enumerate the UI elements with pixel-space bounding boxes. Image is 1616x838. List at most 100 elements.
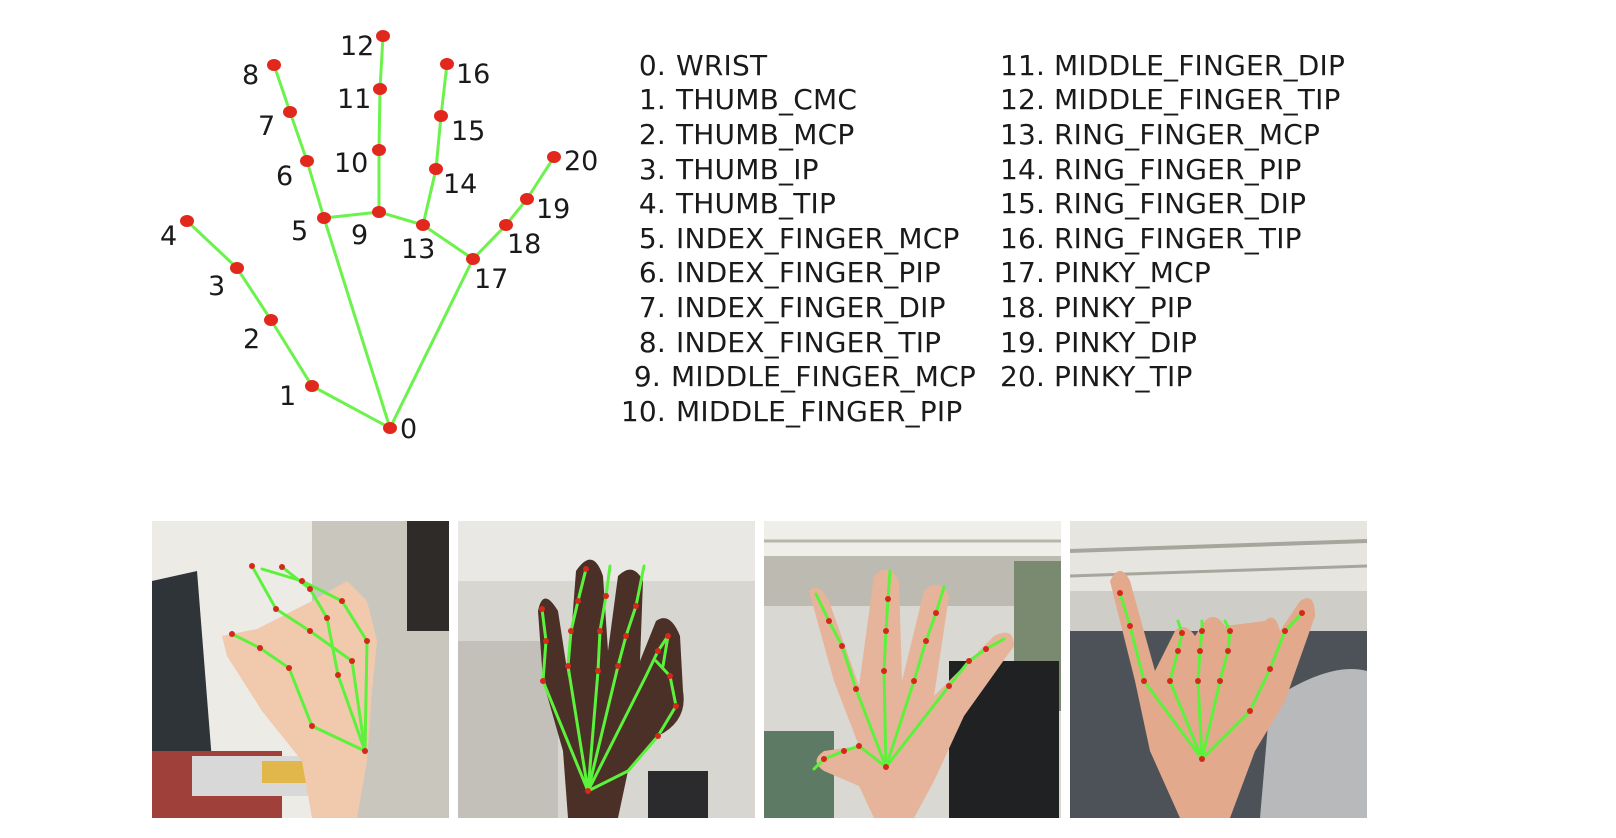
landmark-number-17: 17 xyxy=(474,264,508,295)
legend-item-5: 5.INDEX_FINGER_MCP xyxy=(616,221,976,256)
legend-item-name: MIDDLE_FINGER_TIP xyxy=(1054,83,1341,117)
landmark-number-3: 3 xyxy=(208,271,225,302)
legend-item-name: PINKY_DIP xyxy=(1054,325,1198,359)
landmark-number-11: 11 xyxy=(337,84,371,115)
landmark-point-20 xyxy=(547,151,561,163)
landmark-number-4: 4 xyxy=(160,221,177,252)
legend-item-name: MIDDLE_FINGER_PIP xyxy=(676,394,963,428)
hand-photo-ok-gesture xyxy=(458,521,755,818)
legend-item-name: THUMB_MCP xyxy=(676,117,855,151)
legend-item-number: 4. xyxy=(638,187,666,221)
legend-item-name: INDEX_FINGER_DIP xyxy=(676,290,946,324)
legend-item-8: 8.INDEX_FINGER_TIP xyxy=(616,325,976,360)
hand-connections xyxy=(185,34,556,430)
legend-item-name: INDEX_FINGER_PIP xyxy=(676,256,942,290)
legend-item-17: 17.PINKY_MCP xyxy=(1000,256,1380,291)
hand-landmarks xyxy=(180,30,561,434)
landmark-point-3 xyxy=(230,262,244,274)
legend-item-name: RING_FINGER_MCP xyxy=(1054,117,1321,151)
legend-item-18: 18.PINKY_PIP xyxy=(1000,290,1380,325)
landmark-number-20: 20 xyxy=(564,146,598,177)
landmark-point-4 xyxy=(180,215,194,227)
landmark-number-16: 16 xyxy=(456,59,490,90)
landmark-point-10 xyxy=(372,144,386,156)
landmark-point-14 xyxy=(429,163,443,175)
landmark-number-2: 2 xyxy=(243,324,260,355)
legend-item-name: INDEX_FINGER_TIP xyxy=(676,325,942,359)
legend-item-4: 4.THUMB_TIP xyxy=(616,186,976,221)
connection-7-8 xyxy=(272,63,292,114)
connection-14-15 xyxy=(434,114,443,171)
legend-item-number: 6. xyxy=(638,256,666,290)
landmark-number-7: 7 xyxy=(258,111,275,142)
connection-15-16 xyxy=(439,62,449,118)
landmark-number-6: 6 xyxy=(276,161,293,192)
connection-13-14 xyxy=(421,167,438,227)
landmark-point-5 xyxy=(317,212,331,224)
legend-item-12: 12.MIDDLE_FINGER_TIP xyxy=(1000,83,1380,118)
legend-item-name: THUMB_IP xyxy=(676,152,819,186)
landmark-point-13 xyxy=(416,219,430,231)
legend-item-number: 3. xyxy=(638,152,666,186)
landmark-point-19 xyxy=(520,193,534,205)
landmark-point-7 xyxy=(283,106,297,118)
legend-item-number: 17. xyxy=(1000,256,1046,290)
legend-item-name: PINKY_PIP xyxy=(1054,290,1193,324)
landmark-number-12: 12 xyxy=(340,31,374,62)
landmark-point-0 xyxy=(383,422,397,434)
legend-item-11: 11.MIDDLE_FINGER_DIP xyxy=(1000,48,1380,83)
legend-item-number: 15. xyxy=(1000,187,1046,221)
landmark-number-14: 14 xyxy=(443,169,477,200)
landmark-point-9 xyxy=(372,206,386,218)
legend-item-14: 14.RING_FINGER_PIP xyxy=(1000,152,1380,187)
legend-item-number: 14. xyxy=(1000,152,1046,186)
legend-item-9: 9. MIDDLE_FINGER_MCP xyxy=(616,359,976,394)
legend-item-7: 7. INDEX_FINGER_DIP xyxy=(616,290,976,325)
connection-11-12 xyxy=(378,34,385,91)
landmark-point-15 xyxy=(434,110,448,122)
legend-item-name: THUMB_CMC xyxy=(676,83,858,117)
landmark-number-10: 10 xyxy=(334,148,368,179)
legend-item-20: 20.PINKY_TIP xyxy=(1000,359,1380,394)
hand-photo-open-palm xyxy=(764,521,1061,818)
legend-item-name: MIDDLE_FINGER_MCP xyxy=(671,360,976,394)
connection-19-20 xyxy=(525,155,556,201)
landmark-number-13: 13 xyxy=(401,234,435,265)
connection-5-9 xyxy=(322,210,381,220)
connection-2-3 xyxy=(235,266,273,322)
landmark-number-18: 18 xyxy=(507,229,541,260)
landmark-number-15: 15 xyxy=(451,116,485,147)
connection-17-18 xyxy=(471,223,508,261)
landmark-number-0: 0 xyxy=(400,414,417,445)
legend-item-number: 12. xyxy=(1000,83,1046,117)
legend-item-number: 18. xyxy=(1000,290,1046,324)
landmark-point-12 xyxy=(376,30,390,42)
legend-item-number: 13. xyxy=(1000,117,1046,151)
connection-3-4 xyxy=(185,219,239,270)
legend-item-16: 16.RING_FINGER_TIP xyxy=(1000,221,1380,256)
connection-9-13 xyxy=(377,210,425,227)
legend-item-number: 16. xyxy=(1000,221,1046,255)
legend-item-name: RING_FINGER_TIP xyxy=(1054,221,1302,255)
legend-item-19: 19.PINKY_DIP xyxy=(1000,325,1380,360)
legend-item-number: 5. xyxy=(638,221,666,255)
landmark-point-11 xyxy=(373,83,387,95)
legend-item-2: 2.THUMB_MCP xyxy=(616,117,976,152)
landmark-number-19: 19 xyxy=(536,194,570,225)
legend-item-name: WRIST xyxy=(676,48,768,82)
landmark-point-18 xyxy=(499,219,513,231)
legend-item-number: 7. xyxy=(638,290,666,324)
landmark-point-2 xyxy=(264,314,278,326)
legend-item-15: 15.RING_FINGER_DIP xyxy=(1000,186,1380,221)
legend-item-number: 11. xyxy=(1000,48,1046,82)
legend-item-number: 0. xyxy=(638,48,666,82)
legend-item-name: MIDDLE_FINGER_DIP xyxy=(1054,48,1346,82)
connection-1-2 xyxy=(269,318,314,388)
legend-item-name: RING_FINGER_DIP xyxy=(1054,187,1307,221)
legend-item-number: 9. xyxy=(633,360,662,394)
connection-0-1 xyxy=(310,384,392,430)
connection-5-6 xyxy=(305,159,326,220)
connection-6-7 xyxy=(288,110,309,163)
